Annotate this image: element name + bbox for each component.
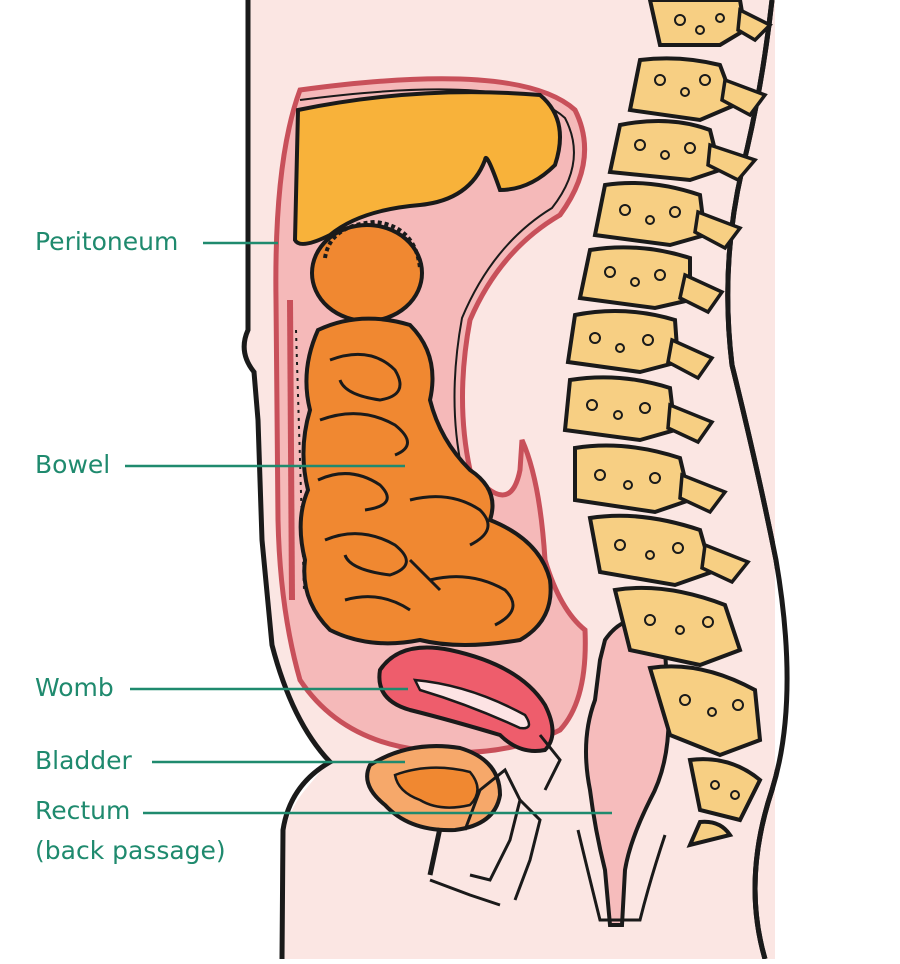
label-bladder: Bladder: [35, 745, 132, 777]
label-bowel: Bowel: [35, 449, 110, 481]
label-peritoneum: Peritoneum: [35, 226, 178, 258]
background-right: [775, 0, 900, 959]
label-womb: Womb: [35, 672, 114, 704]
label-rectum: Rectum: [35, 795, 130, 827]
stomach: [312, 225, 422, 321]
label-rectum-subtitle: (back passage): [35, 835, 226, 867]
